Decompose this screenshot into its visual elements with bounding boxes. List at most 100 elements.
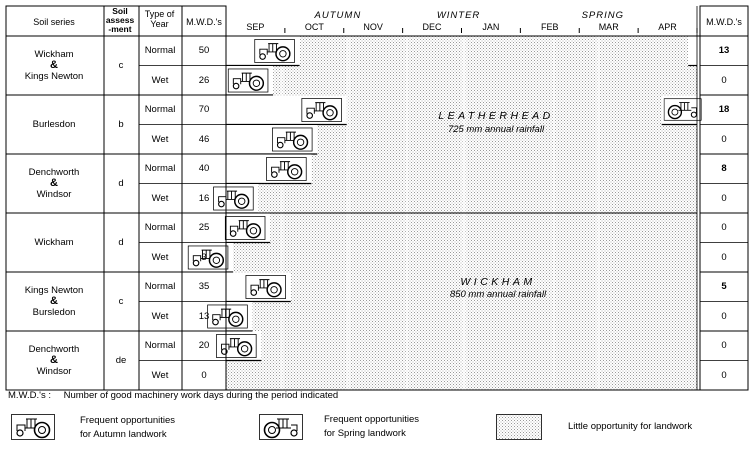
autumn-tractor-icon-0-0 — [253, 39, 296, 63]
year-type-cell: Wet — [151, 251, 169, 263]
spring-mwd-cell: 0 — [721, 74, 727, 86]
soil-assessment-cell: c — [118, 60, 124, 71]
year-type-cell: Wet — [151, 310, 169, 322]
spring-mwd-cell: 13 — [718, 45, 730, 57]
mwd-cell: 0 — [201, 369, 207, 381]
soil-series-line: Bursledon — [32, 307, 76, 318]
autumn-tractor-icon-1-0 — [301, 98, 343, 122]
month-label-dec: DEC — [422, 22, 442, 32]
header-mwd-left: M.W.D.'s — [186, 17, 222, 27]
soil-series-line: & — [50, 177, 58, 189]
year-type-cell: Wet — [151, 133, 169, 145]
season-label-winter: WINTER — [436, 10, 481, 21]
mwd-cell: 3 — [201, 251, 207, 263]
mwd-cell: 46 — [198, 133, 210, 145]
autumn-opportunity-3-1 — [226, 243, 234, 272]
autumn-tractor-icon-2-0 — [265, 157, 307, 181]
month-label-feb: FEB — [541, 22, 559, 32]
soil-series-line: Denchworth — [28, 344, 80, 355]
spring-mwd-cell: 5 — [721, 281, 727, 293]
legend-little-opportunity-swatch — [496, 414, 542, 440]
soil-series-line: Windsor — [36, 189, 72, 200]
season-label-autumn: AUTUMN — [314, 10, 362, 21]
soil-assessment-cell: d — [118, 178, 124, 189]
soil-series-line: Denchworth — [28, 167, 80, 178]
spring-mwd-cell: 0 — [721, 310, 727, 322]
autumn-tractor-icon-0-1 — [227, 68, 269, 93]
spring-mwd-cell: 0 — [721, 192, 727, 204]
year-type-cell: Normal — [144, 45, 176, 57]
spring-tractor-icon-1-0 — [663, 98, 702, 121]
year-type-cell: Normal — [144, 104, 176, 116]
soil-series-line: Windsor — [36, 366, 72, 377]
soil-assessment-cell: c — [118, 296, 124, 307]
soil-series-line: & — [50, 295, 58, 307]
month-label-sep: SEP — [246, 22, 265, 32]
mwd-cell: 20 — [198, 340, 210, 352]
soil-series-line: Wickham — [34, 49, 74, 60]
autumn-tractor-icon-3-0 — [224, 216, 266, 240]
legend-little-text: Little opportunity for landwork — [568, 421, 693, 432]
soil-assessment-cell: d — [118, 237, 124, 248]
spring-mwd-cell: 0 — [721, 340, 727, 352]
year-type-cell: Normal — [144, 340, 176, 352]
autumn-tractor-icon-1-1 — [271, 127, 313, 152]
spring-mwd-cell: 0 — [721, 133, 727, 145]
year-type-cell: Wet — [151, 74, 169, 86]
header-soil-series: Soil series — [33, 17, 75, 27]
soil-series-cell: Wickham&Kings Newton — [6, 36, 102, 95]
mwd-cell: 16 — [198, 192, 210, 204]
soil-series-cell: Wickham — [6, 213, 102, 272]
soil-series-cell: Kings Newton&Bursledon — [6, 272, 102, 331]
location-wickham: WICKHAM — [460, 276, 536, 288]
footnote-text: Number of good machinery work days durin… — [63, 390, 339, 401]
location-leatherhead: LEATHERHEAD — [438, 110, 554, 122]
month-label-mar: MAR — [598, 22, 619, 32]
month-label-apr: APR — [658, 22, 677, 32]
year-type-cell: Wet — [151, 192, 169, 204]
mwd-cell: 50 — [198, 45, 210, 57]
mwd-cell: 25 — [198, 222, 210, 234]
year-type-cell: Normal — [144, 163, 176, 175]
month-label-nov: NOV — [363, 22, 383, 32]
season-label-spring: SPRING — [581, 10, 625, 21]
soil-assessment-cell: de — [115, 355, 127, 366]
year-type-cell: Normal — [144, 222, 176, 234]
footnote: M.W.D.'s : Number of good machinery work… — [8, 390, 338, 401]
soil-series-line: Burlesdon — [32, 119, 76, 130]
soil-series-cell: Denchworth&Windsor — [6, 331, 102, 390]
soil-series-cell: Denchworth&Windsor — [6, 154, 102, 213]
spring-mwd-cell: 0 — [721, 251, 727, 263]
mwd-cell: 13 — [198, 310, 210, 322]
legend-spring-tractor-icon — [258, 414, 304, 440]
month-label-jan: JAN — [482, 22, 500, 32]
header-mwd-right: M.W.D.'s — [706, 17, 742, 27]
soil-series-cell: Burlesdon — [6, 95, 102, 154]
soil-series-line: Kings Newton — [24, 71, 84, 82]
autumn-tractor-icon-4-0 — [245, 275, 287, 299]
spring-mwd-cell: 0 — [721, 222, 727, 234]
mwd-cell: 70 — [198, 104, 210, 116]
month-label-oct: OCT — [304, 22, 324, 32]
legend-autumn-tractor-icon — [10, 414, 56, 440]
mwd-cell: 40 — [198, 163, 210, 175]
spring-mwd-cell: 8 — [721, 163, 727, 175]
spring-mwd-cell: 18 — [718, 104, 730, 116]
soil-series-line: Wickham — [34, 237, 74, 248]
mwd-cell: 35 — [198, 281, 210, 293]
soil-assessment-cell: b — [118, 119, 124, 130]
header-soil-assessment: Soil assess -ment — [105, 6, 135, 34]
soil-series-line: Kings Newton — [24, 285, 84, 296]
header-type-of-year: Type of Year — [144, 9, 175, 29]
spring-mwd-cell: 0 — [721, 369, 727, 381]
year-type-cell: Wet — [151, 369, 169, 381]
year-type-cell: Normal — [144, 281, 176, 293]
spring-opportunity-0-0 — [688, 36, 697, 66]
soil-series-line: & — [50, 354, 58, 366]
soil-series-line: & — [50, 59, 58, 71]
mwd-cell: 26 — [198, 74, 210, 86]
rainfall-leatherhead: 725 mm annual rainfall — [447, 124, 545, 135]
